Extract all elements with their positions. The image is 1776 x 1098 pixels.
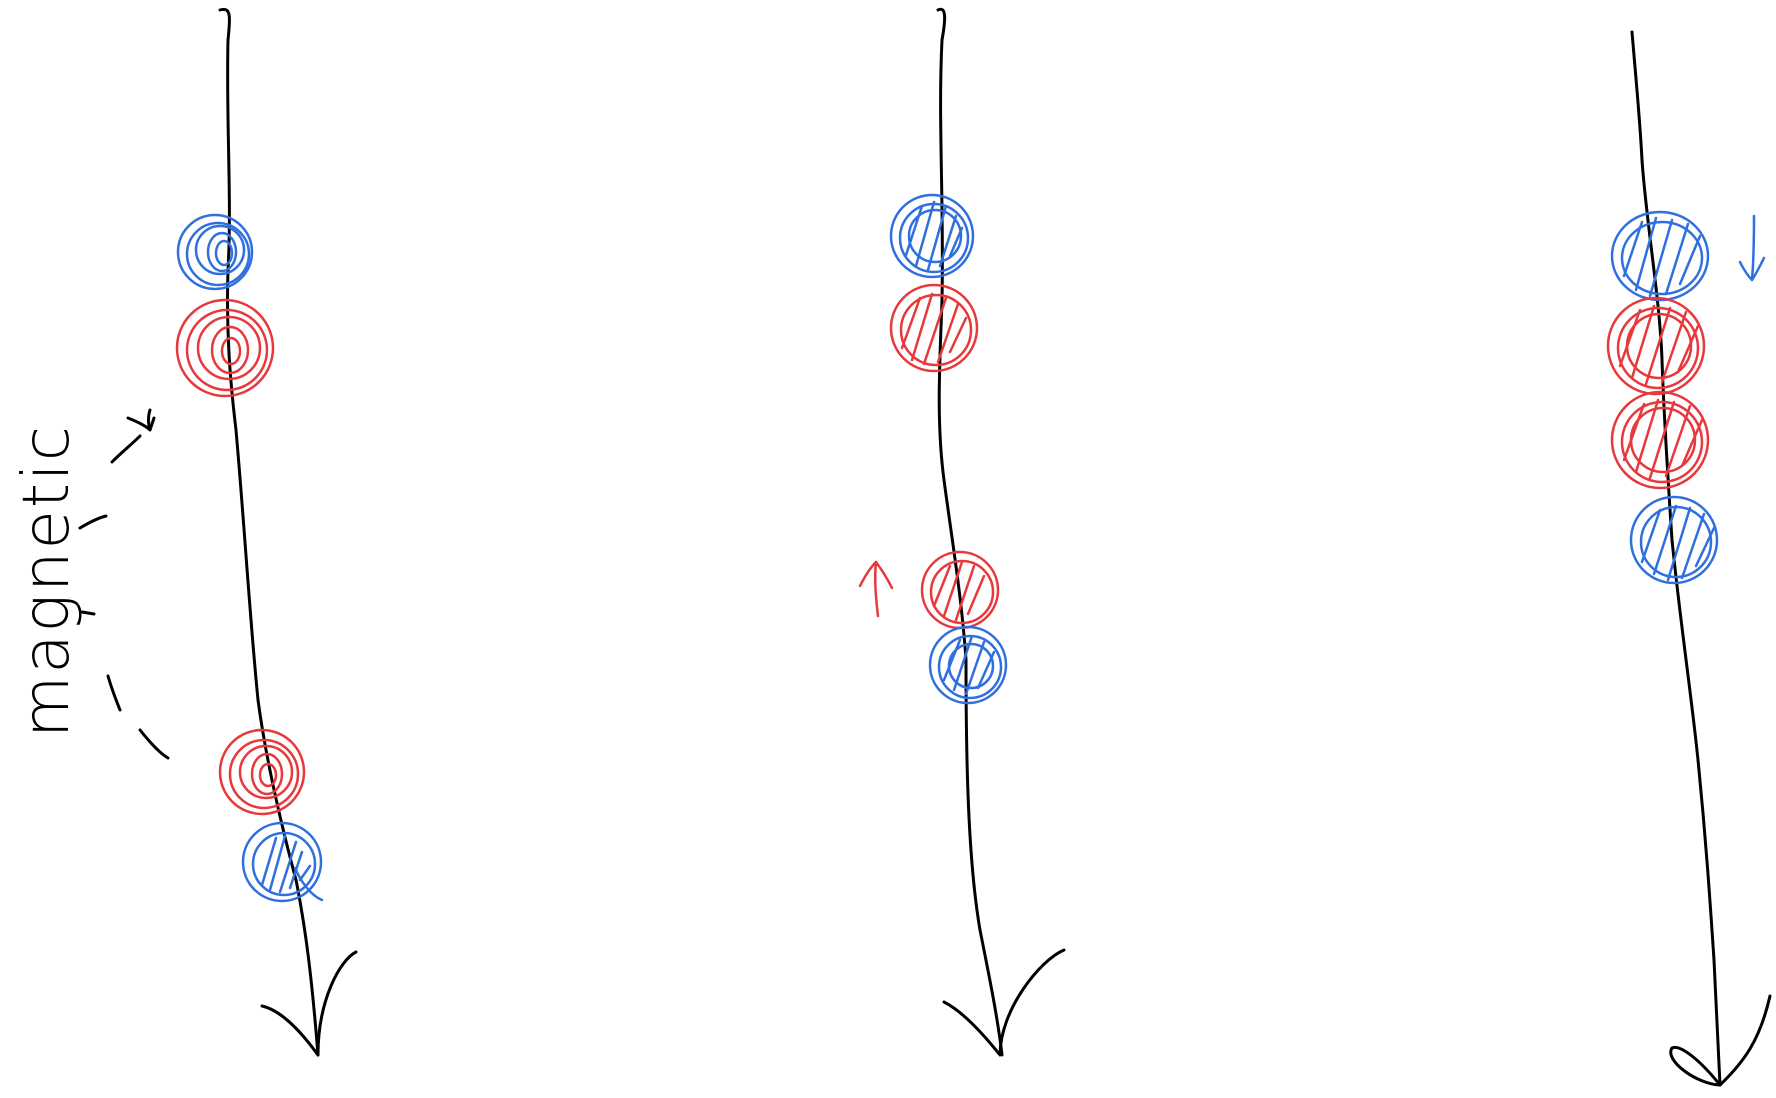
magnetic-label: magnetic bbox=[10, 424, 84, 738]
panel-3-ball-red-1 bbox=[1606, 296, 1706, 396]
panel-1-ball-bottom-blue bbox=[241, 821, 324, 903]
panel-2-ball-top-red bbox=[889, 283, 979, 373]
panel-2-arrowhead bbox=[942, 948, 1066, 1057]
panel-1-ball-top-red bbox=[175, 298, 275, 398]
panel-1-string bbox=[218, 7, 320, 1057]
down-motion-arrow bbox=[1738, 214, 1766, 282]
panel-2-string bbox=[936, 7, 1004, 1057]
panel-3-arrowhead bbox=[1669, 994, 1772, 1087]
panel-2-ball-top-blue bbox=[889, 193, 975, 279]
panel-2 bbox=[858, 7, 1066, 1057]
panel-3-ball-bottom-blue bbox=[1629, 495, 1719, 585]
panel-1-arrowhead bbox=[260, 950, 358, 1057]
up-motion-arrow bbox=[858, 560, 894, 618]
panel-1: magnetic bbox=[10, 7, 358, 1057]
panel-1-ball-bottom-red bbox=[218, 728, 306, 816]
panel-3-string bbox=[1630, 30, 1722, 1087]
panel-3-ball-top-blue bbox=[1610, 210, 1710, 302]
panel-2-ball-bottom-blue bbox=[928, 625, 1008, 705]
panel-1-ball-top-blue bbox=[176, 213, 254, 291]
panel-3-ball-red-2 bbox=[1610, 390, 1710, 490]
attraction-dashed-arrow bbox=[78, 408, 170, 760]
panel-3 bbox=[1606, 30, 1772, 1087]
